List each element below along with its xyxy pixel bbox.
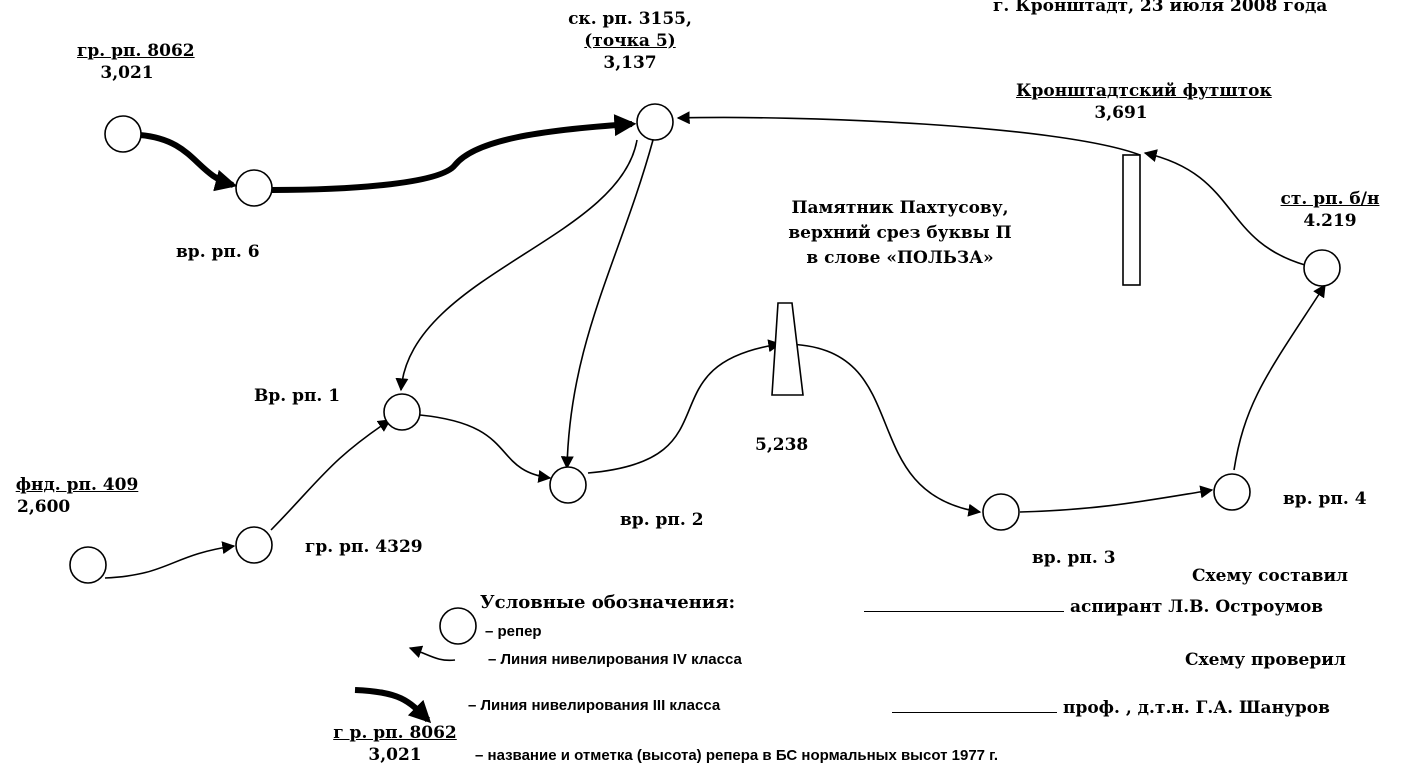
label-vr6: вр. рп. 6 [176,242,260,262]
label-fnd409: фнд. рп. 409 2,600 [2,474,152,518]
legend-class3-text: – Линия нивелирования III класса [468,697,721,714]
signature-line [864,597,1064,612]
label-monument: Памятник Пахтусову, верхний срез буквы П… [765,196,1035,271]
legend-benchmark-text: – репер [485,623,542,640]
label-gr8062: гр. рп. 8062 3,021 [77,40,195,84]
benchmark-circle-sk3155 [636,103,674,141]
name-1: Памятник Пахтусову, [791,198,1009,218]
label-gr4329: гр. рп. 4329 [305,537,423,557]
checked-by: проф. , д.т.н. Г.А. Шануров [892,697,1330,719]
leveling-line-class4 [1233,283,1326,471]
benchmark-circle-st-bn [1303,249,1341,287]
name-3: в слове «ПОЛЬЗА» [806,248,994,268]
leveling-line-class4 [395,139,638,392]
benchmark-circle-vr4 [1213,473,1251,511]
leveling-line-class3 [271,114,637,193]
leveling-line-class4 [676,111,1141,156]
name: г р. рп. 8062 [333,723,457,743]
leveling-line-class4 [560,139,654,470]
height: 3,021 [368,745,422,765]
benchmark-circle-vr1 [383,393,421,431]
legend-class3-line-icon [354,687,432,724]
benchmark-circle-vr2 [549,466,587,504]
name: ст. рп. б/н [1280,189,1380,209]
legend-sample-desc: – название и отметка (высота) репера в Б… [475,747,999,764]
checked-label: Схему проверил [1185,650,1346,670]
legend-class4-text: – Линия нивелирования IV класса [488,651,742,668]
checked-by-name: проф. , д.т.н. Г.А. Шануров [1063,698,1330,718]
leveling-line-class3 [139,132,238,192]
name: Кронштадтский футшток [1016,81,1272,101]
composed-label: Схему составил [1192,566,1349,586]
leveling-line-class4 [1143,149,1306,266]
height: 3,021 [100,63,154,83]
benchmark-circle-vr3 [982,493,1020,531]
leveling-line-class4 [419,414,552,483]
label-vr2: вр. рп. 2 [620,510,704,530]
height-monument: 5,238 [755,435,809,455]
benchmark-circle-fnd409 [69,546,107,584]
height: 4.219 [1303,211,1357,231]
name: ск. рп. 3155, [568,9,692,29]
label-futshtok: Кронштадтский футшток 3,691 [1016,80,1272,124]
label-vr1: Вр. рп. 1 [254,386,341,406]
name-2: верхний срез буквы П [788,223,1012,243]
legend-class4-line-icon [408,645,456,662]
label-vr3: вр. рп. 3 [1032,548,1116,568]
leveling-line-class4 [783,343,982,517]
height: 2,600 [17,497,71,517]
benchmark-circle-vr6 [235,169,273,207]
signature-line [892,698,1057,713]
label-sk3155: ск. рп. 3155, (точка 5) 3,137 [560,8,700,74]
leveling-line-class4 [1019,485,1214,513]
leveling-line-class4 [587,339,782,474]
label-vr4: вр. рп. 4 [1283,489,1367,509]
height: 3,691 [1094,103,1148,123]
name: гр. рп. 8062 [77,41,195,61]
composed-by: аспирант Л.В. Остроумов [864,596,1323,618]
legend-benchmark-icon [439,607,477,645]
name: фнд. рп. 409 [15,475,139,495]
benchmark-circle-gr8062 [104,115,142,153]
place-date-header: г. Кронштадт, 23 июля 2008 года [993,0,1328,16]
label-st-bn: ст. рп. б/н 4.219 [1270,188,1390,232]
composed-by-name: аспирант Л.В. Остроумов [1070,597,1324,617]
legend-title: Условные обозначения: [480,592,736,613]
name-2: (точка 5) [584,31,676,51]
leveling-line-class4 [270,419,392,531]
leveling-line-class4 [104,541,236,579]
benchmark-circle-gr4329 [235,526,273,564]
tide-gauge-symbol [1122,154,1141,286]
monument-symbol [771,302,804,396]
legend-sample-label: г р. рп. 8062 3,021 [320,722,470,766]
height: 3,137 [603,53,657,73]
